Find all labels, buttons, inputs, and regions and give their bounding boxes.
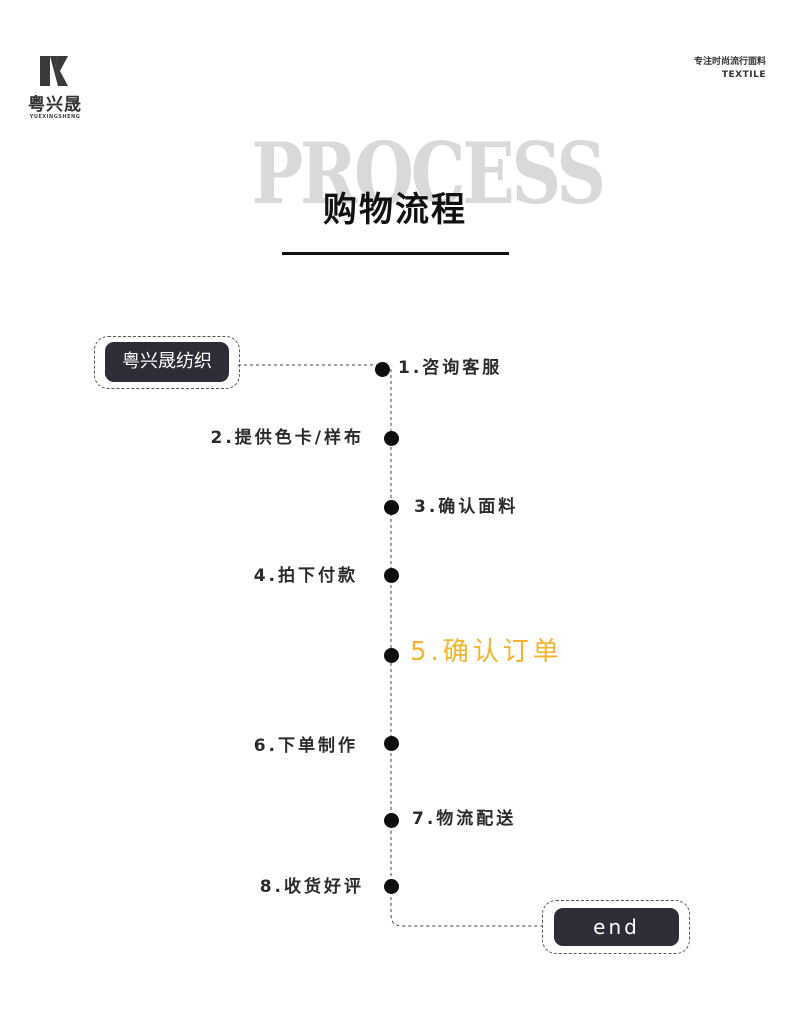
step-7-label: 7.物流配送 (412, 809, 517, 829)
step-2-label: 2.提供色卡/样布 (210, 428, 364, 448)
end-badge-frame (542, 900, 690, 954)
step-3-label: 3.确认面料 (414, 497, 519, 517)
step-5-dot (384, 648, 399, 663)
step-3-dot (384, 500, 399, 515)
step-6-label: 6.下单制作 (253, 736, 358, 756)
start-badge: 粤兴晟纺织 (105, 342, 229, 382)
step-2-dot (384, 431, 399, 446)
title-divider (282, 252, 509, 255)
step-8-dot (384, 879, 399, 894)
brand-name-en: YUEXINGSHENG (29, 114, 81, 120)
tagline-en: TEXTILE (721, 70, 766, 80)
brand-name: 粤兴晟 (28, 95, 82, 115)
tagline: 专注时尚流行面料 TEXTILE (694, 54, 766, 80)
step-1-dot (375, 362, 390, 377)
step-4-dot (384, 568, 399, 583)
end-badge: end (554, 908, 679, 946)
step-1-label: 1.咨询客服 (398, 358, 503, 378)
step-8-label: 8.收货好评 (259, 877, 364, 897)
step-7-dot (384, 813, 399, 828)
step-5-label: 5.确认订单 (410, 637, 563, 667)
step-4-label: 4.拍下付款 (253, 566, 358, 586)
step-6-dot (384, 736, 399, 751)
page-title: 购物流程 (323, 190, 467, 230)
brand-mark-icon (40, 56, 68, 86)
brand-logo: 粤兴晟 YUEXINGSHENG (24, 52, 86, 124)
tagline-cn: 专注时尚流行面料 (693, 57, 766, 67)
start-badge-frame (94, 336, 240, 389)
